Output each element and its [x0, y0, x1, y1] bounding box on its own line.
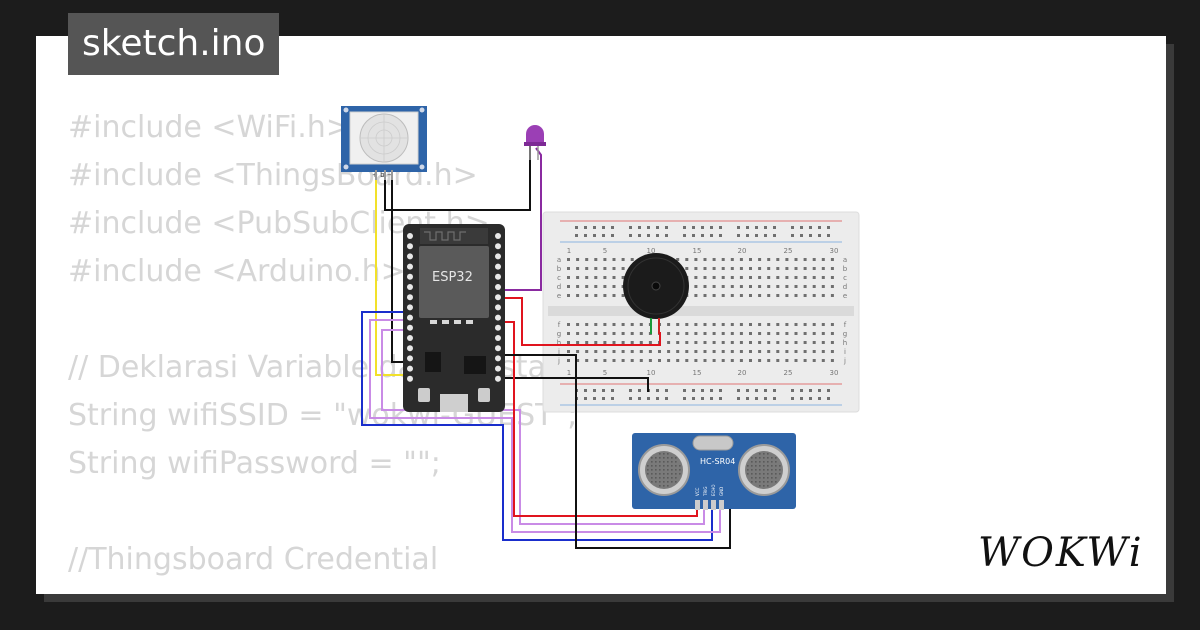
- bb-row-letter: j: [557, 357, 560, 365]
- bb-row-letter: a: [843, 256, 847, 264]
- bb-row-letter: h: [843, 339, 847, 347]
- bb-row-letter: f: [558, 321, 561, 329]
- bb-col-number: 5: [603, 369, 607, 377]
- bb-col-number: 1: [567, 247, 571, 255]
- terminal-holes-bottom: [567, 323, 834, 362]
- bb-col-number: 10: [647, 247, 656, 255]
- wire-violet: [369, 319, 721, 533]
- led-purple[interactable]: [524, 125, 546, 160]
- bb-row-letter: i: [844, 348, 846, 356]
- code-line: #include <WiFi.h>: [68, 110, 351, 145]
- bb-col-number: 30: [830, 247, 839, 255]
- code-line: //Thingsboard Credential: [68, 542, 439, 577]
- wokwi-logo-text: WOKWi: [978, 530, 1144, 576]
- wire-red: [503, 297, 661, 346]
- bb-row-letter: g: [843, 330, 847, 338]
- wires: [361, 145, 731, 549]
- bb-row-letter: f: [844, 321, 847, 329]
- breadboard[interactable]: 1 5 10 15 20 25 30 1 5 10 15 20 25 30 a …: [542, 211, 860, 413]
- bb-row-letter: i: [558, 348, 560, 356]
- wire-black: [391, 172, 406, 363]
- bb-row-letter: e: [843, 292, 847, 300]
- wire-black: [384, 145, 531, 211]
- ultrasonic-mesh: [647, 453, 781, 487]
- wire-black: [503, 354, 731, 549]
- pir-pin-labels: + b −: [372, 171, 393, 179]
- bb-col-number: 20: [738, 369, 747, 377]
- ultrasonic-pin-label: VCC: [695, 487, 700, 496]
- bb-row-letter: g: [557, 330, 561, 338]
- power-rail-top: [575, 234, 830, 237]
- ultrasonic-pin-label: GND: [719, 487, 724, 496]
- usb-port: [440, 394, 468, 412]
- bb-row-letter: d: [843, 283, 847, 291]
- power-rail-bottom: [575, 389, 830, 392]
- wire-red: [503, 321, 698, 517]
- bb-col-number: 25: [784, 369, 793, 377]
- ultrasonic-pin-label: ECHO: [711, 485, 716, 496]
- bb-col-number: 15: [693, 247, 702, 255]
- code-line: #include <Arduino.h>: [68, 254, 406, 289]
- bb-col-number: 10: [647, 369, 656, 377]
- sketch-title-tab: sketch.ino: [68, 13, 280, 75]
- power-rail-bottom: [575, 397, 830, 400]
- power-rail-top: [575, 226, 830, 229]
- bb-row-letter: c: [557, 274, 561, 282]
- wokwi-logo: WOKWi: [978, 530, 1144, 576]
- bb-row-letter: b: [843, 265, 848, 273]
- wire-black: [503, 377, 649, 392]
- bb-row-letter: h: [557, 339, 561, 347]
- esp32-board[interactable]: ESP32: [403, 224, 505, 412]
- preview-card: #include <WiFi.h>#include <ThingsBoard.h…: [36, 36, 1166, 594]
- bb-col-number: 5: [603, 247, 607, 255]
- code-line: String token = "MRKJGJSJ2ee10w3dZfgi";: [68, 584, 683, 594]
- bb-row-letter: j: [843, 357, 846, 365]
- bb-col-number: 30: [830, 369, 839, 377]
- bb-col-number: 25: [784, 247, 793, 255]
- bb-row-letter: d: [557, 283, 561, 291]
- esp32-label: ESP32: [432, 270, 473, 285]
- ultrasonic-sensor-hc-sr04[interactable]: HC-SR04 VCC TRIG ECHO GND: [632, 433, 796, 510]
- bb-row-letter: e: [557, 292, 561, 300]
- bb-row-letter: b: [557, 265, 562, 273]
- esp32-pins-left: [407, 233, 413, 382]
- en-button[interactable]: [478, 388, 490, 402]
- wire-yellow: [375, 172, 406, 376]
- boot-button[interactable]: [418, 388, 430, 402]
- pir-motion-sensor[interactable]: + b −: [341, 106, 427, 180]
- bb-col-number: 1: [567, 369, 571, 377]
- bb-row-letter: c: [843, 274, 847, 282]
- ultrasonic-label: HC-SR04: [700, 457, 735, 466]
- code-line: #include <PubSubClient.h>: [68, 206, 490, 241]
- code-line: String wifiPassword = "";: [68, 446, 441, 481]
- ultrasonic-pin-label: TRIG: [703, 486, 708, 497]
- esp32-pins-right: [495, 233, 501, 382]
- bb-col-number: 15: [693, 369, 702, 377]
- wire-violet: [381, 329, 705, 525]
- bb-col-number: 20: [738, 247, 747, 255]
- code-line: String wifiSSID = "wokwi-GUEST";: [68, 398, 578, 433]
- wire-blue: [361, 311, 713, 541]
- wire-purple: [503, 147, 542, 291]
- buzzer[interactable]: [623, 253, 689, 334]
- bb-row-letter: a: [557, 256, 561, 264]
